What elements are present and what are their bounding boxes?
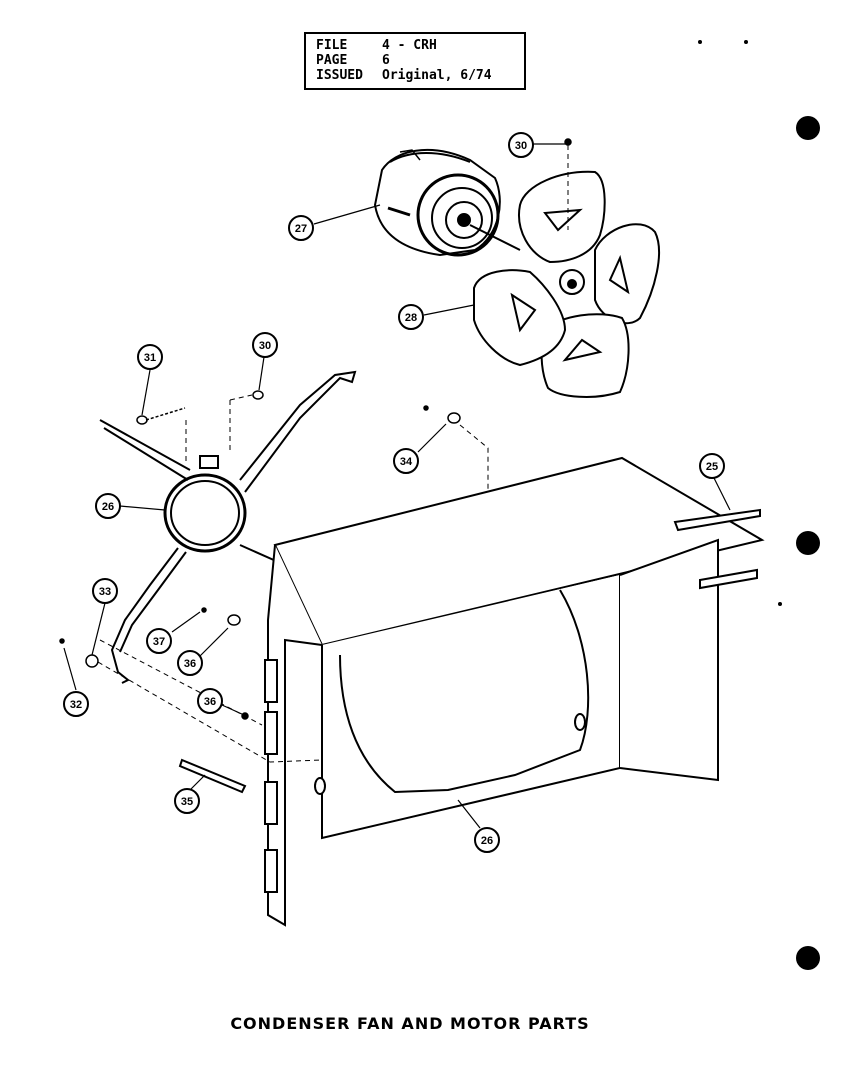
callout-36-a: 36 bbox=[177, 650, 203, 676]
condenser-shroud bbox=[264, 456, 765, 927]
page-label: PAGE bbox=[316, 53, 348, 68]
callout-35: 35 bbox=[174, 788, 200, 814]
callout-31: 31 bbox=[137, 344, 163, 370]
file-info-box: FILE 4 - CRH PAGE 6 ISSUED Original, 6/74 bbox=[304, 32, 526, 90]
fan-blade bbox=[473, 170, 661, 398]
svg-text:27: 27 bbox=[295, 223, 307, 235]
svg-text:31: 31 bbox=[144, 352, 156, 364]
svg-text:28: 28 bbox=[405, 312, 417, 324]
svg-text:30: 30 bbox=[259, 340, 271, 352]
issued-value: Original, 6/74 bbox=[382, 68, 492, 83]
callout-26-mount: 26 bbox=[95, 493, 121, 519]
brackets bbox=[178, 508, 761, 794]
file-value: 4 - CRH bbox=[382, 38, 437, 53]
svg-text:36: 36 bbox=[184, 658, 196, 670]
svg-text:32: 32 bbox=[70, 699, 82, 711]
svg-text:33: 33 bbox=[99, 586, 111, 598]
assembly-lines bbox=[97, 145, 569, 763]
file-label: FILE bbox=[316, 38, 348, 53]
svg-text:26: 26 bbox=[481, 835, 493, 847]
callout-26-shroud: 26 bbox=[474, 827, 500, 853]
callout-36-b: 36 bbox=[197, 688, 223, 714]
callout-28: 28 bbox=[398, 304, 424, 330]
callouts: 27 28 30 31 30 34 25 26 33 37 36 32 36 3… bbox=[63, 132, 725, 853]
issued-label: ISSUED bbox=[316, 68, 363, 83]
svg-text:37: 37 bbox=[153, 636, 165, 648]
svg-text:36: 36 bbox=[204, 696, 216, 708]
callout-30-nut: 30 bbox=[252, 332, 278, 358]
callout-37: 37 bbox=[146, 628, 172, 654]
diagram-caption: CONDENSER FAN AND MOTOR PARTS bbox=[230, 1014, 590, 1033]
callout-33: 33 bbox=[92, 578, 118, 604]
page-value: 6 bbox=[382, 53, 390, 68]
callout-32: 32 bbox=[63, 691, 89, 717]
binder-holes bbox=[698, 40, 820, 970]
svg-text:30: 30 bbox=[515, 140, 527, 152]
callout-30-fan: 30 bbox=[508, 132, 534, 158]
svg-text:25: 25 bbox=[706, 461, 718, 473]
svg-text:34: 34 bbox=[400, 456, 413, 468]
callout-34: 34 bbox=[393, 448, 419, 474]
svg-text:26: 26 bbox=[102, 501, 114, 513]
fan-motor bbox=[373, 149, 521, 257]
svg-text:35: 35 bbox=[181, 796, 193, 808]
callout-27: 27 bbox=[288, 215, 314, 241]
hardware bbox=[59, 138, 572, 720]
leader-lines bbox=[63, 143, 731, 829]
callout-25: 25 bbox=[699, 453, 725, 479]
